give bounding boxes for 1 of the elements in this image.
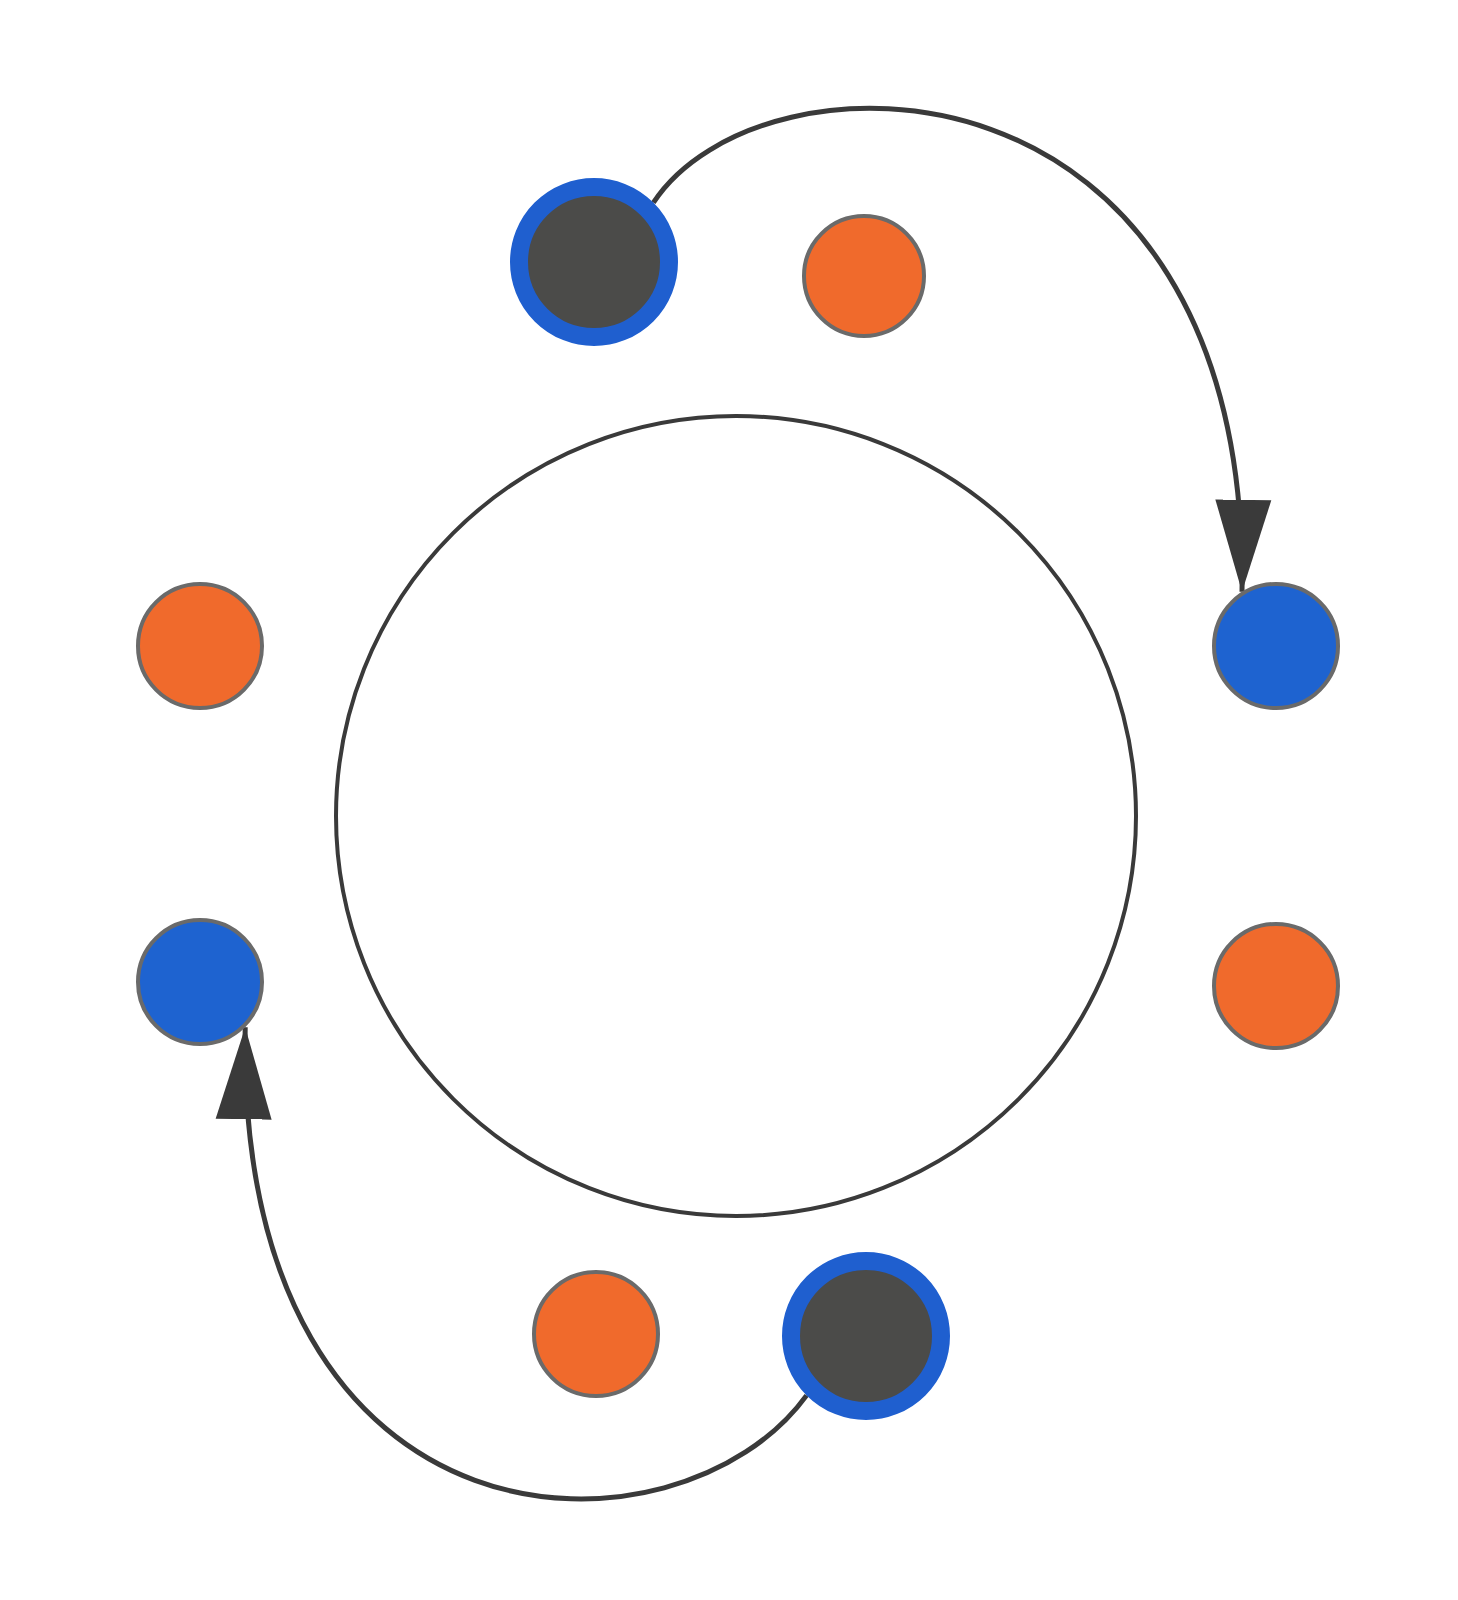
large-circle <box>334 414 1138 1218</box>
